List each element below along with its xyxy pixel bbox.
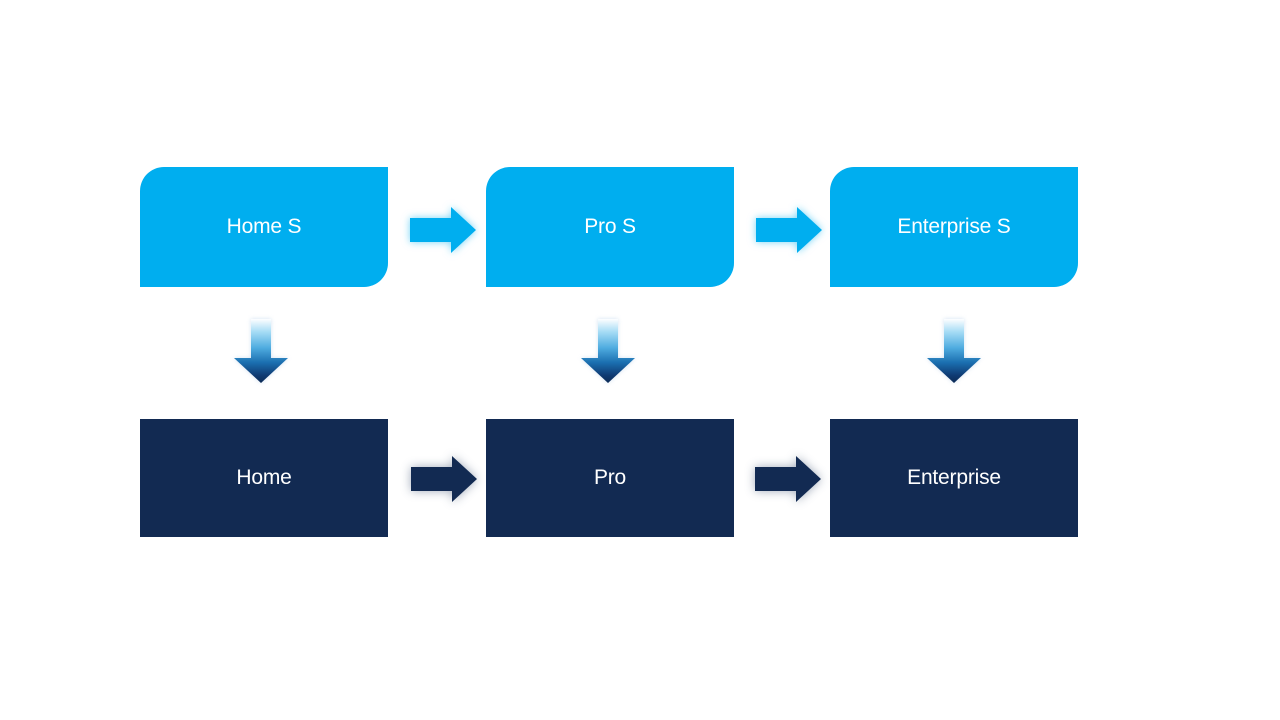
down-arrow-icon [234,319,288,383]
node-enterprise[interactable]: Enterprise [830,419,1078,537]
node-label: Pro [593,466,627,489]
right-arrow-icon [755,456,821,502]
node-pro[interactable]: Pro [486,419,734,537]
node-label: Enterprise [907,466,1001,489]
node-label: Home [236,466,292,489]
node-label: Pro S [584,215,636,238]
right-arrow-icon [411,456,477,502]
node-pro-s[interactable]: Pro S [486,167,734,287]
node-label: Enterprise S [897,215,1011,238]
node-home-s[interactable]: Home S [140,167,388,287]
node-enterprise-s[interactable]: Enterprise S [830,167,1078,287]
down-arrow-icon [581,319,635,383]
node-label: Home S [226,215,302,238]
right-arrow-icon [756,207,822,253]
right-arrow-icon [410,207,476,253]
node-home[interactable]: Home [140,419,388,537]
down-arrow-icon [927,319,981,383]
